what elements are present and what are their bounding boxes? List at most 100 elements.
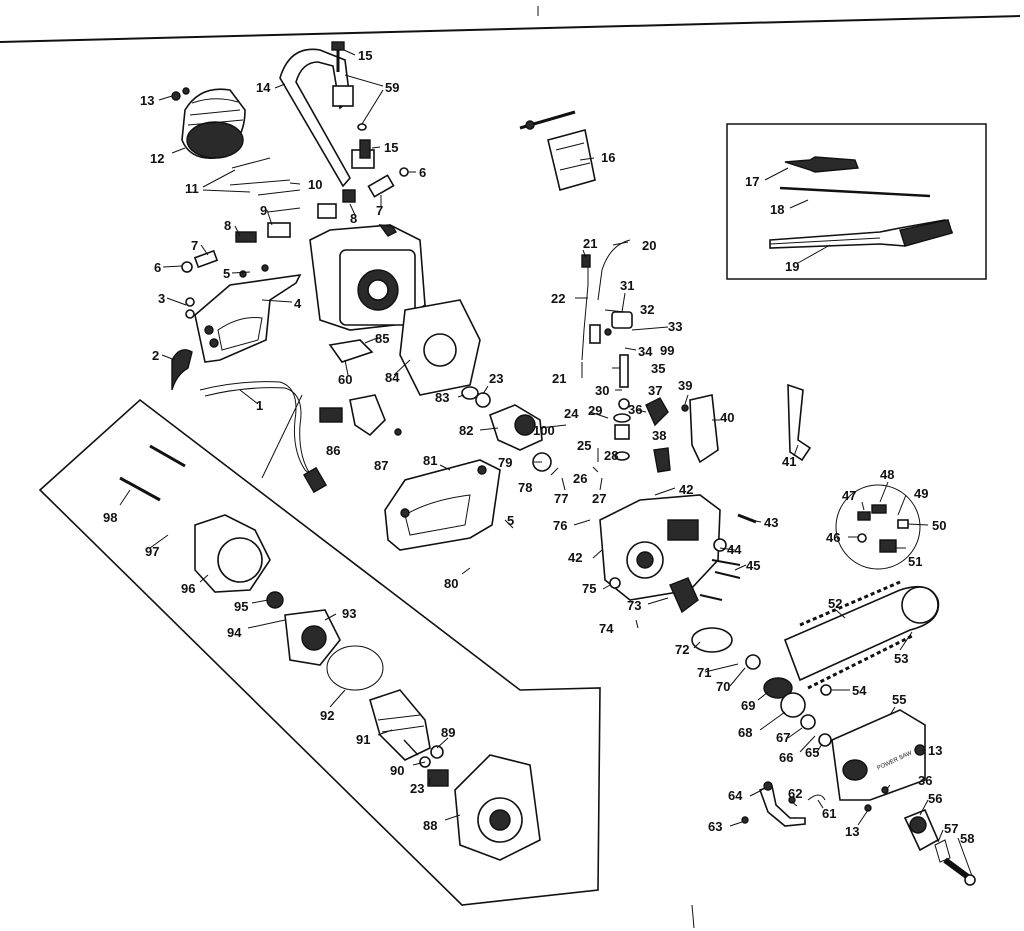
callout-46: 46 [826, 530, 840, 545]
callout-98: 98 [103, 510, 117, 525]
callout-28: 28 [604, 448, 618, 463]
callout-43: 43 [764, 515, 778, 530]
motor-inset-box [38, 398, 601, 906]
callout-32: 32 [640, 302, 654, 317]
callout-36b: 36 [918, 773, 932, 788]
motor-inset-parts [119, 444, 541, 861]
callout-85: 85 [375, 331, 389, 346]
callout-18: 18 [770, 202, 784, 217]
callout-50: 50 [932, 518, 946, 533]
callout-42b: 42 [568, 550, 582, 565]
pump-assembly [604, 311, 719, 473]
callout-58: 58 [960, 831, 974, 846]
callout-44: 44 [727, 542, 742, 557]
sprocket-69 [763, 677, 793, 699]
screw-13b [182, 87, 190, 95]
callout-33: 33 [668, 319, 682, 334]
callout-62: 62 [788, 786, 802, 801]
screw-3a [185, 297, 195, 307]
plate-72 [691, 627, 733, 653]
callout-68: 68 [738, 725, 752, 740]
fan-grill-12 [181, 88, 246, 159]
callout-91: 91 [356, 732, 370, 747]
callout-63: 63 [708, 819, 722, 834]
callout-37: 37 [648, 383, 662, 398]
callout-96: 96 [181, 581, 195, 596]
callout-56: 56 [928, 791, 942, 806]
callout-92: 92 [320, 708, 334, 723]
callout-8: 8 [224, 218, 231, 233]
top-border-line [0, 15, 1021, 43]
callout-9: 9 [260, 203, 267, 218]
callout-39: 39 [678, 378, 692, 393]
motor-housing [309, 224, 426, 331]
callout-82: 82 [459, 423, 473, 438]
washer-70 [745, 654, 761, 670]
bearing-23-upper [475, 392, 491, 408]
callout-3: 3 [158, 291, 165, 306]
callout-71: 71 [697, 665, 711, 680]
callout-89: 89 [441, 725, 455, 740]
callout-88: 88 [423, 818, 437, 833]
callout-83: 83 [435, 390, 449, 405]
callout-66: 66 [779, 750, 793, 765]
brush-holder-60 [328, 339, 374, 363]
callout-30: 30 [595, 383, 609, 398]
wrench-41 [787, 383, 812, 462]
callout-34: 34 [638, 344, 653, 359]
gasket-plate-84 [399, 299, 481, 396]
callout-60: 60 [338, 372, 352, 387]
stray-mark-bottom [691, 904, 695, 929]
callout-75: 75 [582, 581, 596, 596]
callout-51: 51 [908, 554, 922, 569]
screw-87 [394, 428, 402, 436]
callout-36: 36 [628, 402, 642, 417]
callout-24: 24 [564, 406, 579, 421]
callout-73: 73 [627, 598, 641, 613]
nut-65 [818, 733, 832, 747]
callout-90: 90 [390, 763, 404, 778]
callout-23: 23 [489, 371, 503, 386]
callout-labels: 1 2 3 4 5 5 6 6 7 7 8 8 9 10 11 12 13 13… [103, 48, 974, 846]
callout-8b: 8 [350, 211, 357, 226]
callout-78: 78 [518, 480, 532, 495]
callout-1: 1 [256, 398, 263, 413]
callout-79: 79 [498, 455, 512, 470]
rear-handle-4 [194, 273, 302, 363]
callout-69: 69 [741, 698, 755, 713]
callout-22: 22 [551, 291, 565, 306]
callout-70: 70 [716, 679, 730, 694]
callout-5b: 5 [507, 513, 514, 528]
callout-54: 54 [852, 683, 867, 698]
callout-38: 38 [652, 428, 666, 443]
lever-assembly [741, 781, 826, 827]
callout-93: 93 [342, 606, 356, 621]
callout-13b: 13 [928, 743, 942, 758]
handle-14 [279, 48, 375, 188]
screw-3b [185, 309, 195, 319]
callout-6: 6 [154, 260, 161, 275]
callout-20: 20 [642, 238, 656, 253]
callout-7b: 7 [376, 203, 383, 218]
callout-65: 65 [805, 745, 819, 760]
sprocket-68 [780, 692, 806, 718]
callout-31: 31 [620, 278, 634, 293]
handle-81 [384, 459, 501, 551]
callout-29: 29 [588, 403, 602, 418]
callout-40: 40 [720, 410, 734, 425]
callout-35: 35 [651, 361, 665, 376]
switch-2 [171, 349, 193, 391]
misc-hardware-upper [181, 157, 409, 278]
callout-16: 16 [601, 150, 615, 165]
leader-lines [119, 49, 973, 877]
callout-7: 7 [191, 238, 198, 253]
callout-21b: 21 [552, 371, 566, 386]
gear-73 [669, 577, 699, 614]
callout-6b: 6 [419, 165, 426, 180]
power-cord-1 [199, 381, 328, 494]
callout-41: 41 [782, 454, 796, 469]
callout-48: 48 [880, 467, 894, 482]
callout-95: 95 [234, 599, 248, 614]
callout-26: 26 [573, 471, 587, 486]
